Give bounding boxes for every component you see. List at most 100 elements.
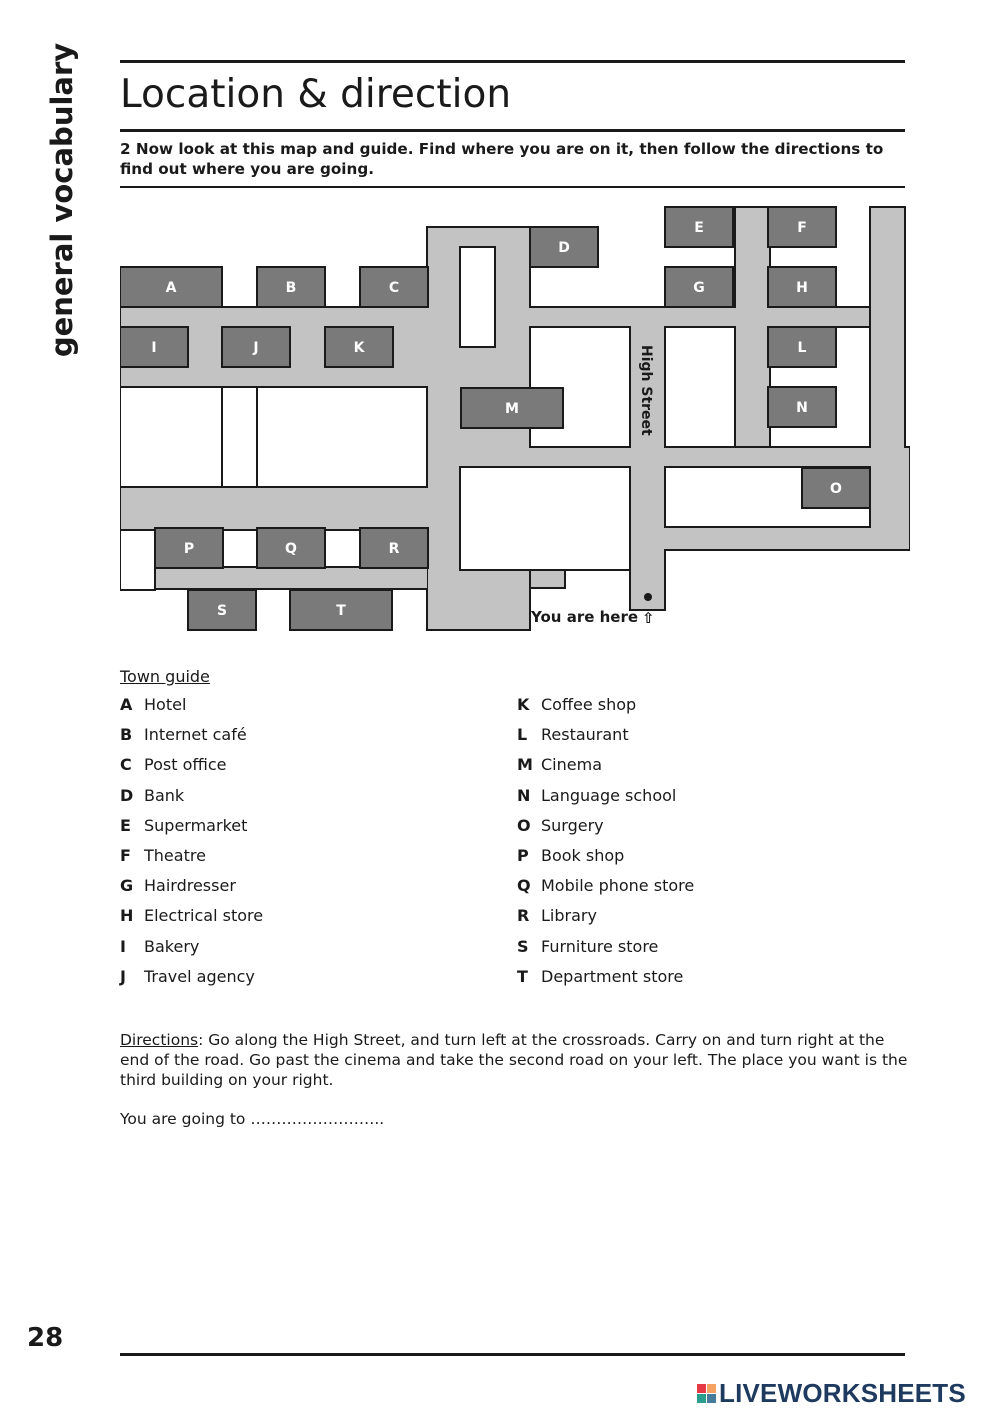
- guide-letter: R: [517, 906, 530, 926]
- guide-letter: F: [120, 845, 131, 865]
- building-label-L: L: [798, 340, 807, 356]
- building-label-K: K: [354, 340, 366, 356]
- guide-letter: D: [120, 785, 134, 805]
- top-rule: [120, 60, 905, 63]
- guide-letter: Q: [517, 876, 531, 896]
- guide-letter: C: [120, 755, 132, 775]
- building-label-O: O: [830, 481, 842, 497]
- title-rule: [120, 129, 905, 132]
- building-label-S: S: [217, 603, 227, 619]
- brand-text: LIVEWORKSHEETS: [719, 1378, 966, 1408]
- guide-place: Cinema: [541, 755, 602, 775]
- building-label-A: A: [166, 280, 177, 296]
- guide-letter: A: [120, 695, 133, 714]
- exercise-instruction: 2 Now look at this map and guide. Find w…: [120, 140, 884, 178]
- page-title: Location & direction: [120, 72, 512, 117]
- answer-prompt: You are going to ……………………..: [120, 1110, 385, 1128]
- guide-place: Internet café: [144, 725, 247, 745]
- you-are-here-dot: [644, 593, 652, 601]
- building-label-E: E: [694, 220, 704, 236]
- building-label-B: B: [286, 280, 297, 296]
- building-L: [767, 326, 837, 368]
- town-guide-title: Town guide: [120, 667, 210, 686]
- guide-item: B Internet café: [120, 725, 263, 755]
- high-street-label: High Street: [638, 345, 654, 436]
- building-label-R: R: [389, 541, 400, 557]
- guide-item: G Hairdresser: [120, 876, 263, 906]
- building-label-C: C: [389, 280, 399, 296]
- building-M: [460, 387, 564, 429]
- section-label: general vocabulary: [45, 42, 79, 358]
- guide-letter: M: [517, 755, 533, 775]
- building-label-T: T: [336, 603, 346, 619]
- guide-place: Supermarket: [144, 815, 248, 835]
- guide-place: Bakery: [144, 936, 200, 956]
- building-O: [801, 467, 871, 509]
- guide-place: Language school: [541, 785, 677, 805]
- guide-place: Electrical store: [144, 906, 264, 926]
- guide-item: R Library: [517, 906, 694, 936]
- guide-place: Theatre: [144, 845, 206, 865]
- guide-item: F Theatre: [120, 846, 263, 876]
- guide-letter: B: [120, 725, 133, 745]
- buildings: [120, 206, 871, 631]
- guide-item: M Cinema: [517, 755, 694, 785]
- guide-letter: N: [517, 785, 531, 805]
- guide-place: Hotel: [144, 695, 187, 714]
- building-S: [187, 589, 257, 631]
- building-Q: [256, 527, 326, 569]
- directions-label: Directions: [120, 1031, 199, 1049]
- instruction-rule: [120, 186, 905, 188]
- guide-place: Post office: [144, 755, 227, 775]
- guide-letter: H: [120, 906, 134, 926]
- guide-place: Surgery: [541, 815, 604, 835]
- guide-item: S Furniture store: [517, 937, 694, 967]
- building-K: [324, 326, 394, 368]
- building-B: [256, 266, 326, 308]
- liveworksheets-logo: LIVEWORKSHEETS: [697, 1378, 966, 1409]
- building-J: [221, 326, 291, 368]
- guide-item: O Surgery: [517, 816, 694, 846]
- guide-place: Library: [541, 906, 597, 926]
- guide-place: Hairdresser: [144, 876, 236, 896]
- guide-place: Department store: [541, 966, 684, 986]
- guide-place: Mobile phone store: [541, 876, 695, 896]
- brand-square: [707, 1394, 716, 1403]
- guide-place: Furniture store: [541, 936, 659, 956]
- building-E: [664, 206, 734, 248]
- directions-text: : Go along the High Street, and turn lef…: [120, 1031, 908, 1089]
- guide-item: Q Mobile phone store: [517, 876, 694, 906]
- building-H: [767, 266, 837, 308]
- guide-place: Coffee shop: [541, 695, 637, 714]
- guide-column-left: A Hotel B Internet café C Post office D Bank…: [120, 695, 263, 997]
- building-F: [767, 206, 837, 248]
- guide-item: H Electrical store: [120, 906, 263, 936]
- building-A: [120, 266, 223, 308]
- guide-letter: J: [120, 966, 126, 986]
- guide-letter: G: [120, 876, 134, 896]
- brand-squares-icon: [697, 1384, 716, 1403]
- you-are-here-label: You are here: [530, 608, 638, 626]
- building-D: [529, 226, 599, 268]
- brand-square: [697, 1394, 706, 1403]
- guide-item: A Hotel: [120, 695, 263, 725]
- town-map: A B C D E F G H I J K L M N O P Q R S T …: [120, 205, 910, 635]
- building-label-J: J: [252, 340, 258, 356]
- guide-item: D Bank: [120, 786, 263, 816]
- guide-place: Bank: [144, 785, 185, 805]
- building-label-P: P: [184, 541, 194, 557]
- building-label-I: I: [151, 340, 156, 356]
- guide-letter: S: [517, 936, 529, 956]
- bottom-rule: [120, 1353, 905, 1356]
- guide-letter: O: [517, 815, 531, 835]
- building-T: [289, 589, 393, 631]
- up-arrow-icon: ⇧: [642, 609, 655, 627]
- building-R: [359, 527, 429, 569]
